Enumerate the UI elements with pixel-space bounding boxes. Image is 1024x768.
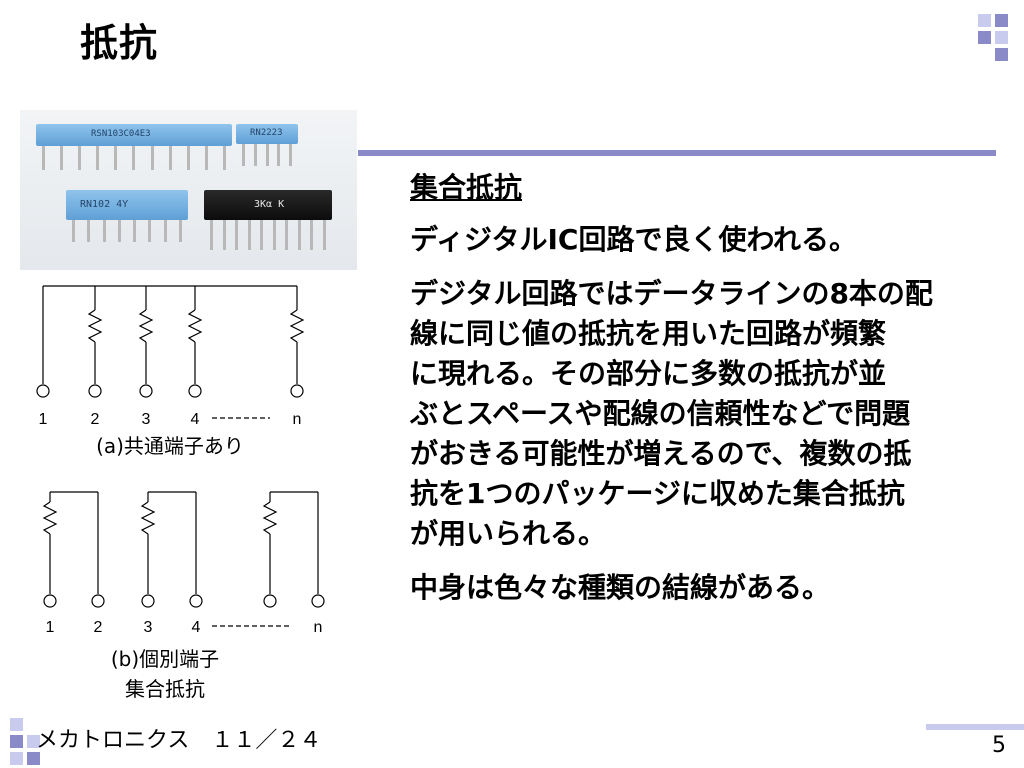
paragraph-2-line: に現れる。その部分に多数の抵抗が並: [410, 357, 887, 390]
diagram-common-terminal: 1 2 3 4 n: [36, 285, 305, 428]
chip-marking: 3Kα K: [254, 199, 285, 210]
pin-label: 3: [142, 411, 151, 428]
sip-chip-short-blue: RN2223: [236, 124, 298, 144]
sip-chip-medium-blue: RN102 4Y: [66, 190, 188, 220]
paragraph-3: 中身は色々な種類の結線がある。: [410, 571, 831, 604]
chip-pins: [242, 144, 292, 166]
paragraph-2-line: ぶとスペースや配線の信頼性などで問題: [410, 397, 911, 430]
chip-pins: [72, 220, 182, 242]
resistor-network-photo: RSN103C04E3 RN2223 RN102 4Y 3Kα K: [20, 110, 357, 270]
sip-chip-long-blue: RSN103C04E3: [36, 124, 232, 146]
diagram-a-caption: (a)共通端子あり: [96, 434, 244, 458]
content-heading: 集合抵抗: [410, 171, 523, 204]
diagram-b-caption: (b)個別端子 集合抵抗: [70, 644, 260, 704]
paragraph-2-line: デジタル回路ではデータラインの8本の配: [410, 277, 933, 310]
pin-label: 4: [191, 411, 200, 428]
title-rule: [358, 150, 996, 156]
pin-label: 2: [91, 411, 100, 428]
pin-label: n: [293, 411, 302, 428]
pin-label: 1: [46, 619, 55, 636]
chip-marking: RSN103C04E3: [91, 129, 151, 139]
slide-title: 抵抗: [80, 21, 159, 65]
paragraph-2-line: 抗を1つのパッケージに収めた集合抵抗: [410, 477, 905, 510]
content-text: 集合抵抗 ディジタルIC回路で良く使われる。 デジタル回路ではデータラインの8本…: [410, 168, 1010, 608]
paragraph-2: デジタル回路ではデータラインの8本の配 線に同じ値の抵抗を用いた回路が頻繁 に現…: [410, 274, 1010, 554]
footer-accent-bar: [926, 724, 1024, 730]
pin-label: 4: [192, 619, 201, 636]
diagram-b-caption-line1: (b)個別端子: [110, 647, 220, 671]
sip-chip-black: 3Kα K: [204, 190, 332, 220]
paragraph-2-line: が用いられる。: [410, 517, 607, 550]
paragraph-2-line: 線に同じ値の抵抗を用いた回路が頻繁: [410, 317, 887, 350]
pin-label: n: [314, 619, 323, 636]
page-number: 5: [992, 733, 1006, 758]
chip-pins: [42, 146, 226, 170]
chip-marking: RN2223: [250, 128, 283, 138]
diagram-individual-terminals: 1 2 3 4 n: [42, 491, 325, 636]
diagram-b-caption-line2: 集合抵抗: [125, 677, 205, 701]
paragraph-1: ディジタルIC回路で良く使われる。: [410, 223, 858, 256]
chip-pins: [210, 220, 326, 250]
paragraph-2-line: がおきる可能性が増えるので、複数の抵: [410, 437, 912, 470]
footer-text: メカトロニクス １１／２４: [36, 728, 322, 753]
pin-label: 2: [94, 619, 103, 636]
pin-label: 1: [39, 411, 48, 428]
pin-label: 3: [144, 619, 153, 636]
chip-marking: RN102 4Y: [80, 199, 129, 210]
